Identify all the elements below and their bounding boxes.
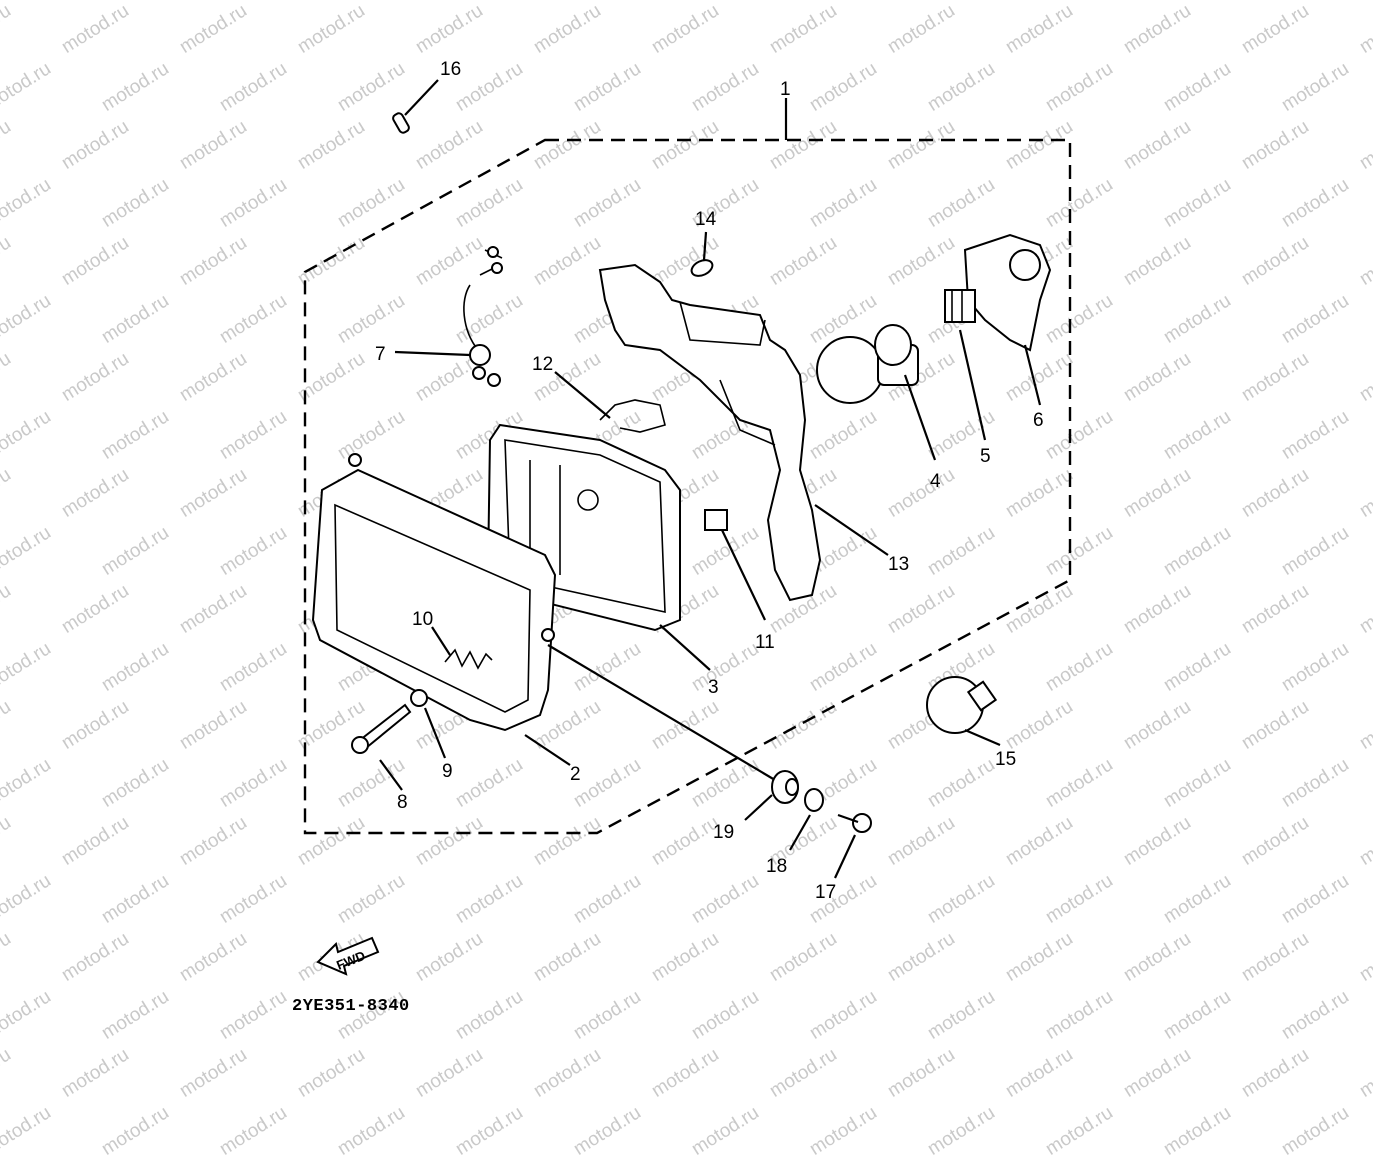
watermark-text: motod.ru (1042, 1102, 1117, 1160)
callout-10: 10 (412, 609, 433, 630)
watermark-text: motod.ru (1120, 1044, 1195, 1102)
watermark-text: motod.ru (924, 1102, 999, 1160)
assembly-boundary (303, 138, 1072, 835)
part-12-clip (554, 371, 666, 433)
callout-11: 11 (755, 632, 775, 653)
watermark-text: motod.ru (294, 1044, 369, 1102)
callout-2: 2 (570, 764, 581, 785)
fwd-arrow: FWD (316, 936, 380, 976)
watermark-text: motod.ru (58, 1044, 133, 1102)
callout-14: 14 (695, 209, 717, 230)
part-10-spring (431, 626, 493, 670)
callout-18: 18 (766, 856, 787, 877)
callout-15: 15 (995, 749, 1016, 770)
part-14-bulb (690, 231, 714, 277)
callout-4: 4 (930, 471, 941, 492)
watermark-text: motod.ru (688, 1102, 763, 1160)
callout-16: 16 (440, 59, 461, 80)
callout-12: 12 (532, 354, 553, 375)
callout-7: 7 (375, 344, 386, 365)
callout-5: 5 (980, 446, 991, 467)
watermark-text: motod.ru (0, 1044, 15, 1102)
watermark-text: motod.ru (1356, 1044, 1373, 1102)
watermark-text: motod.ru (530, 1044, 605, 1102)
watermark-text: motod.ru (1002, 1044, 1077, 1102)
callout-6: 6 (1033, 410, 1044, 431)
watermark-text: motod.ru (1160, 1102, 1235, 1160)
part-17-screw (834, 813, 872, 879)
diagram-code: 2YE351-8340 (292, 997, 410, 1016)
part-7-socket (394, 246, 503, 387)
callout-9: 9 (442, 761, 453, 782)
part-6-base (963, 233, 1052, 406)
watermark-text: motod.ru (570, 1102, 645, 1160)
part-15-bulb (926, 676, 1001, 747)
part-9-washer (410, 689, 447, 759)
watermark-text: motod.ru (412, 1044, 487, 1102)
watermark-text: motod.ru (176, 1044, 251, 1102)
callout-19: 19 (713, 822, 734, 843)
callout-3: 3 (708, 677, 719, 698)
watermark-text: motod.ru (0, 1102, 55, 1160)
part-13-bracket (598, 263, 889, 602)
part-5-plug (944, 289, 987, 441)
part-2-rim (311, 453, 571, 766)
watermark-text: motod.ru (334, 1102, 409, 1160)
part-11-connector (704, 509, 766, 621)
watermark-text: motod.ru (648, 1044, 723, 1102)
headlight-exploded-diagram: FWD 1 16 14 7 12 6 5 4 13 11 10 3 15 9 2… (303, 59, 1072, 976)
part-8-screw (351, 703, 412, 791)
part-19-grommet (744, 770, 799, 821)
watermark-text: motod.ru (98, 1102, 173, 1160)
watermark-text: motod.ru (1278, 1102, 1353, 1160)
part-16-bulb (392, 79, 439, 134)
watermark-text: motod.ru (1238, 1044, 1313, 1102)
watermark-text: motod.ru (216, 1102, 291, 1160)
callout-8: 8 (397, 792, 408, 813)
callout-17: 17 (815, 882, 836, 903)
watermark-text: motod.ru (806, 1102, 881, 1160)
watermark-text: motod.ru (766, 1044, 841, 1102)
watermark-text: motod.ru (452, 1102, 527, 1160)
callout-1: 1 (780, 79, 791, 100)
leader-19-guide (547, 644, 781, 784)
watermark-text: motod.ru (884, 1044, 959, 1102)
part-18-collar (789, 788, 824, 851)
part-4-bulb (816, 324, 937, 461)
callout-13: 13 (888, 554, 909, 575)
